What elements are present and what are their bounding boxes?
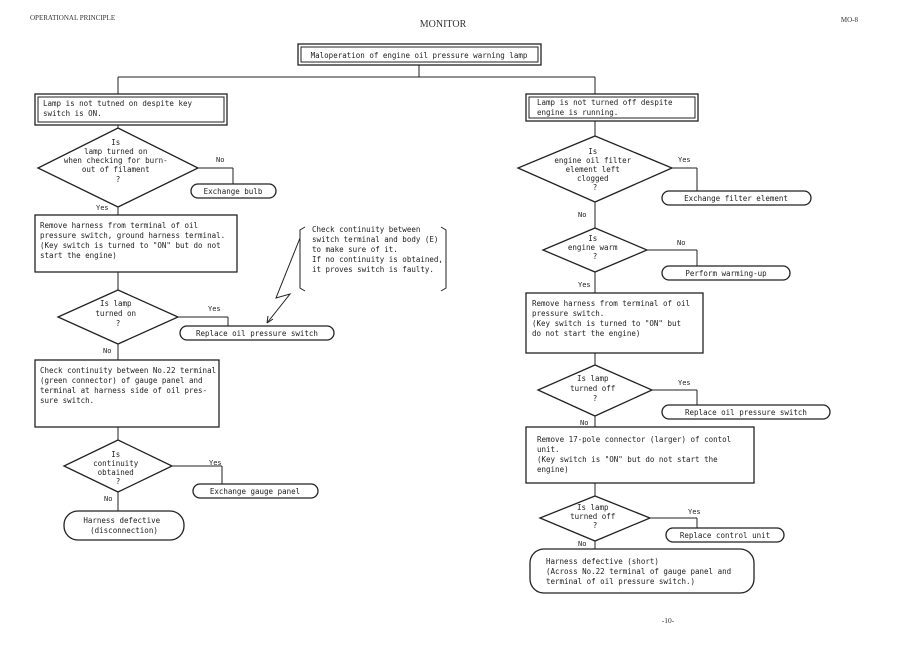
- svg-text:Check continuity between No.22: Check continuity between No.22 terminal …: [40, 366, 221, 405]
- left-note: Check continuity between switch terminal…: [266, 225, 447, 324]
- svg-text:Perform warming-up: Perform warming-up: [685, 269, 767, 278]
- svg-text:Exchange bulb: Exchange bulb: [204, 187, 263, 196]
- svg-text:Remove harness from terminal o: Remove harness from terminal of oil pres…: [532, 299, 695, 338]
- left-d3-yes-label: Yes: [209, 459, 222, 467]
- right-start-box: Lamp is not turned off despite engine is…: [525, 93, 699, 122]
- right-d1-yes-label: Yes: [678, 156, 691, 164]
- right-d4-yes-label: Yes: [688, 508, 701, 516]
- svg-text:Is continuity obta: Is continuity obtained ?: [93, 450, 143, 486]
- page-title: MONITOR: [420, 19, 467, 30]
- svg-text:Replace oil pressure switch: Replace oil pressure switch: [196, 329, 318, 338]
- page-code: MO-8: [841, 16, 859, 24]
- left-d3-no-label: No: [104, 495, 112, 503]
- exchange-filter-terminal: Exchange filter element: [661, 190, 812, 206]
- svg-text:Replace control unit: Replace control unit: [680, 531, 770, 540]
- svg-text:Remove 17-pole connector (larg: Remove 17-pole connector (larger) of con…: [537, 435, 736, 474]
- svg-text:Is engine warm ?: Is engine warm ?: [568, 234, 622, 261]
- left-harness-terminal: Harness defective (disconnection): [63, 510, 185, 541]
- right-d3-no-label: No: [580, 419, 588, 427]
- right-d1-no-label: No: [578, 211, 586, 219]
- svg-text:Harness defective (disco: Harness defective (disconnection): [83, 516, 164, 535]
- right-decision-2: Is engine warm ?: [541, 227, 649, 273]
- svg-text:Is engine oil filter: Is engine oil filter element left clogge…: [554, 147, 635, 192]
- svg-text:Exchange filter element: Exchange filter element: [684, 194, 788, 203]
- left-start-box: Lamp is not tutned on despite key switch…: [34, 93, 228, 126]
- svg-text:Exchange gauge panel: Exchange gauge panel: [210, 487, 300, 496]
- left-start-text: Lamp is not tutned on despite key switch…: [43, 99, 197, 118]
- root-box: Maloperation of engine oil pressure warn…: [297, 43, 542, 66]
- right-harness-terminal: Harness defective (short) (Across No.22 …: [529, 548, 755, 594]
- right-d3-yes-label: Yes: [678, 379, 691, 387]
- left-d1-yes-label: Yes: [96, 204, 109, 212]
- svg-text:Is lamp turned on: Is lamp turned on ?: [95, 299, 140, 328]
- left-step-1: Remove harness from terminal of oil pres…: [34, 214, 238, 273]
- replace-switch-terminal-right: Replace oil pressure switch: [661, 404, 831, 420]
- left-decision-1: Is lamp turned on when checking for burn…: [36, 127, 200, 208]
- right-decision-4: Is lamp turned off ?: [538, 495, 652, 542]
- left-d2-yes-label: Yes: [208, 305, 221, 313]
- exchange-gauge-terminal: Exchange gauge panel: [192, 483, 319, 499]
- right-d4-no-label: No: [578, 540, 586, 548]
- svg-text:Is lamp turned off: Is lamp turned off ?: [570, 503, 620, 530]
- exchange-bulb-terminal: Exchange bulb: [190, 183, 277, 199]
- warming-terminal: Perform warming-up: [661, 265, 791, 281]
- svg-text:Replace oil pressure switch: Replace oil pressure switch: [685, 408, 807, 417]
- right-decision-3: Is lamp turned off ?: [536, 364, 654, 417]
- left-step-2: Check continuity between No.22 terminal …: [34, 359, 221, 428]
- replace-control-terminal: Replace control unit: [665, 527, 785, 543]
- root-connectors: [117, 65, 596, 94]
- svg-text:Remove harness from terminal o: Remove harness from terminal of oil pres…: [40, 221, 230, 260]
- section-label: OPERATIONAL PRINCIPLE: [30, 14, 115, 22]
- root-label: Maloperation of engine oil pressure warn…: [311, 51, 528, 60]
- right-d2-yes-label: Yes: [578, 281, 591, 289]
- left-d2-no-label: No: [103, 347, 111, 355]
- svg-text:Lamp is not turned off despite: Lamp is not turned off despite engine is…: [537, 98, 677, 117]
- replace-switch-terminal-left: Replace oil pressure switch: [179, 325, 335, 341]
- svg-text:Harness defective (short): Harness defective (short) (Across No.22 …: [546, 557, 736, 586]
- page-number: -10-: [662, 616, 675, 625]
- left-d1-no-label: No: [216, 156, 224, 164]
- left-decision-3: Is continuity obtained ?: [62, 439, 174, 493]
- right-decision-1: Is engine oil filter element left clogge…: [516, 135, 674, 203]
- svg-text:Is lamp turned off: Is lamp turned off ?: [570, 374, 620, 403]
- svg-text:Check continuity between: Check continuity between switch terminal…: [312, 225, 447, 274]
- right-step-1: Remove harness from terminal of oil pres…: [525, 292, 704, 354]
- left-decision-2: Is lamp turned on ?: [56, 289, 180, 345]
- right-step-2: Remove 17-pole connector (larger) of con…: [525, 426, 755, 484]
- right-d2-no-label: No: [677, 239, 685, 247]
- left-decision-1-text: Is lamp turned on when checking for burn…: [64, 138, 172, 184]
